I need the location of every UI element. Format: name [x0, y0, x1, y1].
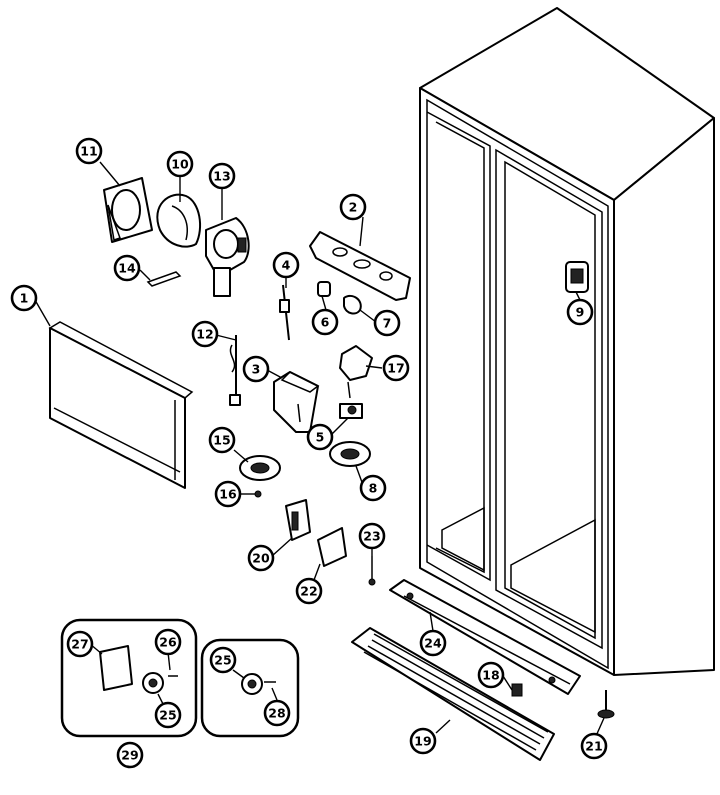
part-10-cover	[156, 193, 202, 248]
part-15-wheel	[239, 455, 281, 481]
callout-3: 3	[242, 355, 270, 383]
svg-text:28: 28	[268, 706, 285, 721]
callout-14: 14	[113, 254, 141, 282]
callout-26: 26	[154, 628, 182, 656]
part-19-grille	[351, 627, 555, 761]
callout-19: 19	[409, 727, 437, 755]
svg-text:20: 20	[252, 551, 270, 566]
svg-text:9: 9	[576, 305, 585, 320]
svg-text:13: 13	[213, 169, 230, 184]
callout-25-kit-28: 25	[209, 646, 237, 674]
svg-text:8: 8	[369, 481, 378, 496]
svg-text:5: 5	[316, 430, 325, 445]
svg-text:24: 24	[424, 636, 442, 651]
part-2-bracket	[309, 231, 411, 301]
callout-20: 20	[247, 544, 275, 572]
callout-1: 1	[10, 284, 38, 312]
svg-text:16: 16	[219, 487, 237, 502]
callout-17: 17	[382, 354, 410, 382]
svg-text:7: 7	[383, 316, 392, 331]
svg-text:1: 1	[20, 291, 29, 306]
callout-29: 29	[116, 741, 144, 769]
svg-text:23: 23	[363, 529, 380, 544]
callout-15: 15	[208, 426, 236, 454]
part-8-wheel	[329, 441, 371, 467]
part-7-bulb	[343, 294, 362, 315]
callout-10: 10	[166, 150, 194, 178]
svg-text:26: 26	[159, 635, 177, 650]
part-13-fan-housing	[205, 217, 250, 297]
callout-22: 22	[295, 577, 323, 605]
callout-13: 13	[208, 162, 236, 190]
svg-text:29: 29	[121, 748, 138, 763]
svg-text:25: 25	[214, 653, 231, 668]
callout-11: 11	[75, 137, 103, 165]
svg-text:14: 14	[118, 261, 136, 276]
callout-25-kit-29: 25	[154, 701, 182, 729]
callout-28: 28	[263, 699, 291, 727]
part-9-door-switch	[565, 261, 589, 293]
svg-text:3: 3	[252, 362, 261, 377]
leader-lines	[34, 161, 605, 737]
svg-text:18: 18	[482, 668, 499, 683]
svg-text:15: 15	[213, 433, 230, 448]
svg-text:2: 2	[349, 200, 358, 215]
part-18-clip	[511, 683, 523, 697]
callout-18: 18	[477, 661, 505, 689]
svg-text:17: 17	[387, 361, 404, 376]
callout-27: 27	[66, 630, 94, 658]
svg-text:6: 6	[321, 315, 330, 330]
svg-text:21: 21	[585, 739, 602, 754]
part-21-leveler	[597, 690, 615, 719]
part-5-switch	[339, 403, 363, 419]
refrigerator-cabinet	[419, 7, 715, 676]
svg-text:25: 25	[159, 708, 176, 723]
part-6-socket	[317, 281, 331, 297]
part-14-clip	[146, 271, 182, 287]
callout-5: 5	[306, 423, 334, 451]
part-16-screw	[254, 490, 262, 498]
svg-text:4: 4	[282, 258, 291, 273]
part-23-screw	[368, 556, 376, 586]
callout-2: 2	[339, 193, 367, 221]
callout-8: 8	[359, 474, 387, 502]
callout-12: 12	[191, 320, 219, 348]
svg-text:11: 11	[80, 144, 97, 159]
part-12-sensor	[229, 335, 241, 406]
part-1-panel	[48, 321, 194, 489]
callout-24: 24	[419, 629, 447, 657]
callout-7: 7	[373, 309, 401, 337]
callout-9: 9	[566, 298, 594, 326]
part-22-bracket	[317, 527, 347, 567]
callout-21: 21	[580, 732, 608, 760]
part-17-timer	[339, 345, 373, 399]
part-20-hinge	[285, 499, 311, 541]
callout-6: 6	[311, 308, 339, 336]
svg-text:27: 27	[71, 637, 88, 652]
part-4-rod	[279, 284, 290, 341]
callout-16: 16	[214, 480, 242, 508]
callout-23: 23	[358, 522, 386, 550]
svg-text:10: 10	[171, 157, 189, 172]
svg-text:12: 12	[196, 327, 213, 342]
part-24-rail	[389, 579, 581, 695]
callout-4: 4	[272, 251, 300, 279]
part-11-fan-shroud	[103, 177, 153, 243]
svg-text:22: 22	[300, 584, 317, 599]
part-3-bracket	[273, 371, 320, 433]
svg-text:19: 19	[414, 734, 431, 749]
